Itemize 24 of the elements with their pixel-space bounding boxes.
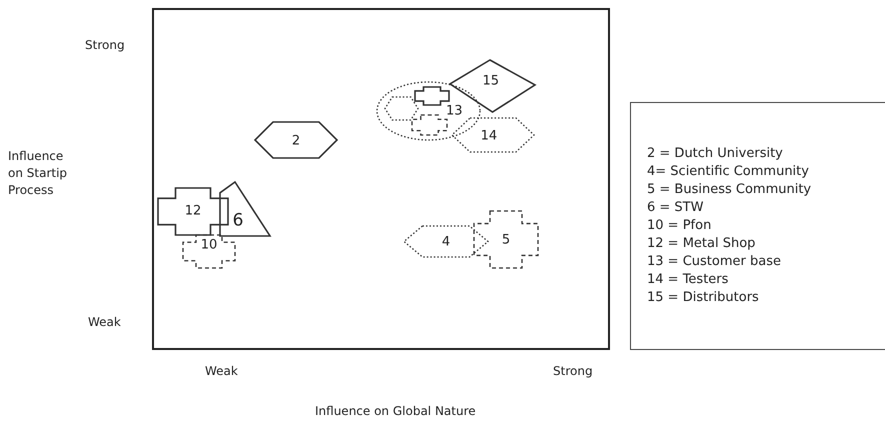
key-entry: 4= Scientific Community [647,165,809,178]
key-entry: 5 = Business Community [647,183,812,196]
node-number: 15 [482,74,500,88]
axis-title: Influence on Global Nature [315,404,476,418]
node-number: 6 [232,212,244,230]
key-entry: 15 = Distributors [647,291,759,304]
key-entry: 14 = Testers [647,273,728,286]
key-entry: 6 = STW [647,201,704,214]
node-number: 13 [446,104,463,118]
node-number: 2 [292,134,300,148]
key-entry: 12 = Metal Shop [647,237,756,250]
key-entry: 10 = Pfon [647,219,712,232]
axis-label: Strong [553,364,593,378]
axis-label: Weak [88,315,121,329]
axis-title: Influence on Startip Process [8,148,68,199]
node-number: 10 [200,238,218,252]
node-number: 5 [502,233,510,246]
axis-label: Strong [85,38,125,52]
key-entry: 13 = Customer base [647,255,781,268]
node-number: 4 [442,236,450,249]
key-entry: 2 = Dutch University [647,147,783,160]
node-number: 12 [184,204,202,218]
axis-label: Weak [205,364,238,378]
node-number: 14 [480,129,498,142]
